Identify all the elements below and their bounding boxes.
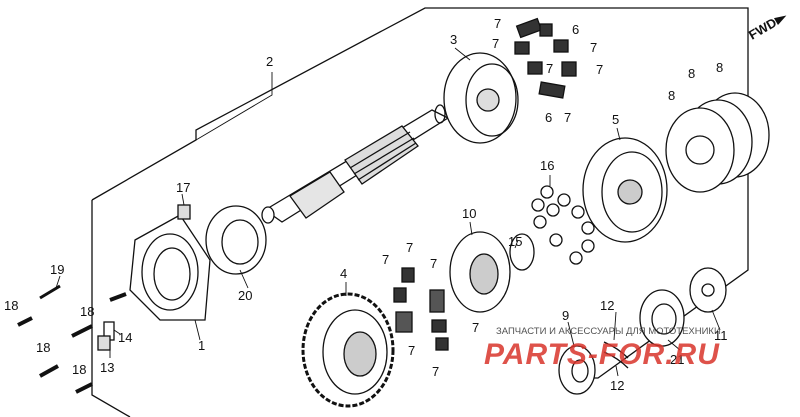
part-21-bearing	[639, 289, 685, 347]
part-20-bearing	[205, 205, 267, 275]
callout-7-k: 7	[472, 320, 479, 335]
part-6-7-springs-upper	[514, 17, 577, 99]
callout-18-c: 18	[36, 340, 50, 355]
callout-numbers: 1 2 3 4 5 6 6 7 7 7 7 7 7 7 7 7 7 7 7 8 …	[4, 16, 728, 393]
part-3-drum	[443, 52, 519, 144]
callout-6-lower: 6	[545, 110, 552, 125]
part-5-drum	[582, 137, 668, 243]
callout-12-lower: 12	[610, 378, 624, 393]
callout-2: 2	[266, 54, 273, 69]
callout-9: 9	[562, 308, 569, 323]
part-1-holder	[129, 214, 211, 321]
part-10-hub	[449, 231, 511, 313]
callout-18-b: 18	[80, 304, 94, 319]
callout-11: 11	[714, 328, 728, 343]
callout-17: 17	[176, 180, 190, 195]
part-11-washer	[689, 267, 727, 313]
callout-8-a: 8	[668, 88, 675, 103]
callout-18-d: 18	[72, 362, 86, 377]
part-4-gear	[301, 292, 395, 408]
callout-14: 14	[118, 330, 132, 345]
leader-lines	[55, 47, 721, 377]
part-12-clip-upper	[603, 341, 629, 359]
callout-20: 20	[238, 288, 252, 303]
callout-16: 16	[540, 158, 554, 173]
callout-7-e: 7	[546, 61, 553, 76]
callout-1: 1	[198, 338, 205, 353]
callout-4: 4	[340, 266, 347, 281]
callout-7-g: 7	[382, 252, 389, 267]
callout-13: 13	[100, 360, 114, 375]
part-8-plates	[665, 92, 770, 193]
part-7-springs-lower	[393, 267, 449, 351]
main-shaft	[261, 104, 450, 224]
callout-5: 5	[612, 112, 619, 127]
part-12-clip-lower	[603, 351, 629, 369]
callout-12-upper: 12	[600, 298, 614, 313]
part-9-washer	[558, 345, 596, 395]
callout-7-l: 7	[432, 364, 439, 379]
callout-7-j: 7	[408, 343, 415, 358]
fwd-arrow: FWD	[746, 15, 787, 43]
callout-8-c: 8	[716, 60, 723, 75]
callout-10: 10	[462, 206, 476, 221]
fwd-label: FWD	[746, 15, 779, 43]
callout-7-d: 7	[596, 62, 603, 77]
callout-7-i: 7	[430, 256, 437, 271]
callout-7-c: 7	[590, 40, 597, 55]
callout-7-b: 7	[492, 36, 499, 51]
callout-6-upper: 6	[572, 22, 579, 37]
assembly-outline-left	[91, 200, 131, 417]
callout-7-h: 7	[406, 240, 413, 255]
callout-7-a: 7	[494, 16, 501, 31]
callout-15: 15	[508, 234, 522, 249]
watermark: ЗАПЧАСТИ И АКСЕССУАРЫ ДЛЯ МОТОТЕХНИКИ PA…	[484, 326, 721, 371]
fasteners	[17, 204, 191, 394]
part-15-ring	[509, 233, 535, 271]
watermark-caption: ЗАПЧАСТИ И АКСЕССУАРЫ ДЛЯ МОТОТЕХНИКИ	[496, 326, 721, 337]
callout-3: 3	[450, 32, 457, 47]
callout-8-b: 8	[688, 66, 695, 81]
part-17-pin	[177, 204, 191, 220]
callout-18-a: 18	[4, 298, 18, 313]
callout-19: 19	[50, 262, 64, 277]
part-16-rollers	[531, 185, 595, 265]
assembly-outline	[91, 7, 749, 379]
watermark-logo: PARTS-FOR.RU	[484, 338, 720, 371]
callout-7-f: 7	[564, 110, 571, 125]
callout-21: 21	[670, 352, 684, 367]
